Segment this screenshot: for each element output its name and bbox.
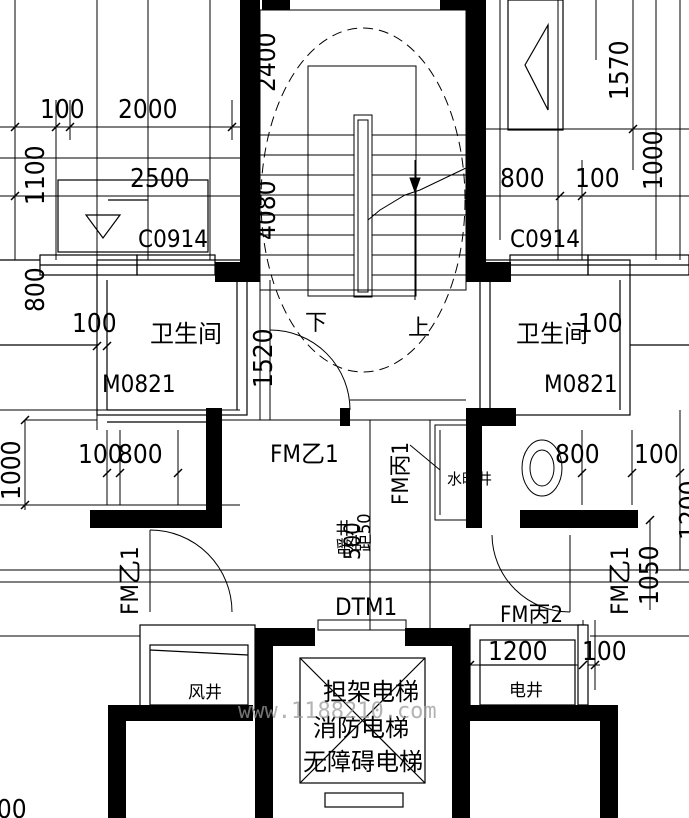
stair-flight xyxy=(259,9,467,373)
dim-1570: 1570 xyxy=(605,40,635,100)
dim-4080: 4080 xyxy=(252,180,282,240)
dim-600-bottom: 600 xyxy=(0,795,27,818)
stair-up-label: 上 xyxy=(408,316,430,341)
elevator-label-2: 消防电梯 xyxy=(313,714,409,742)
stair-down-label: 下 xyxy=(305,311,327,336)
elevator-label-3: 无障碍电梯 xyxy=(303,748,423,776)
door-tag-left: M0821 xyxy=(102,370,176,398)
dim-100-left: 100 xyxy=(72,309,117,339)
right-bathroom xyxy=(479,0,689,416)
door-tag-right: M0821 xyxy=(544,370,618,398)
dim-1200-right: 1200 xyxy=(675,480,689,540)
dim-500: 500 xyxy=(341,522,366,560)
tag-labels: C0914 C0914 M0821 M0821 FM乙1 FM丙1 FM乙1 F… xyxy=(102,225,634,628)
fire-door-center: FM乙1 xyxy=(270,440,339,468)
fire-door-left: FM乙1 xyxy=(116,546,144,615)
elevator-label-1: 担架电梯 xyxy=(323,678,419,706)
room-duct-left: 风井 xyxy=(188,683,222,703)
room-water-shaft: 水暖井 xyxy=(447,470,492,488)
watermark: www.1188210.com xyxy=(238,699,437,724)
room-elec-shaft: 电井 xyxy=(509,681,543,701)
stair-walls xyxy=(90,0,638,818)
dim-800-right2: 800 xyxy=(555,440,600,470)
elevator-door-tag: DTM1 xyxy=(335,593,397,621)
grid-lines xyxy=(0,0,689,690)
dim-800-c: 800 xyxy=(118,440,163,470)
dim-100-top: 100 xyxy=(40,95,85,125)
fire-door-bing1: FM丙1 xyxy=(389,442,414,505)
dim-100-right: 100 xyxy=(575,164,620,194)
room-bath-right: 卫生间 xyxy=(516,320,588,348)
dim-2400: 2400 xyxy=(252,32,282,92)
dim-100-right-bath: 100 xyxy=(578,309,623,339)
corridor xyxy=(149,280,571,631)
dim-ticks xyxy=(10,122,685,670)
fire-door-right: FM乙1 xyxy=(606,546,634,615)
dim-1100: 1100 xyxy=(21,145,51,205)
dim-2000: 2000 xyxy=(118,95,178,125)
dim-1200: 1200 xyxy=(488,637,548,667)
window-tag-left: C0914 xyxy=(138,225,208,253)
dim-1000-left: 1000 xyxy=(0,440,27,500)
room-bath-left: 卫生间 xyxy=(150,320,222,348)
room-labels: 卫生间 卫生间 风井 水暖井 电井 下 上 担架电梯 消防电梯 无障碍电梯 xyxy=(150,311,588,776)
dim-2500: 2500 xyxy=(130,164,190,194)
nuan-label: 暖井 xyxy=(336,519,357,555)
dim-1000-right-top: 1000 xyxy=(639,130,669,190)
dim-100-right3: 100 xyxy=(634,440,679,470)
dim-800-left: 800 xyxy=(21,267,51,312)
dim-100-right4: 100 xyxy=(582,637,627,667)
window-tag-right: C0914 xyxy=(510,225,580,253)
gui-label: 距50 xyxy=(354,513,375,552)
dim-1520: 1520 xyxy=(249,328,279,388)
dim-800-right: 800 xyxy=(500,164,545,194)
dimension-labels: 100 2000 2500 1100 800 100 1000 100 800 … xyxy=(0,32,689,818)
fire-door-bing2: FM丙2 xyxy=(500,603,563,628)
dim-1050: 1050 xyxy=(635,545,665,605)
dim-100-c: 100 xyxy=(78,440,123,470)
